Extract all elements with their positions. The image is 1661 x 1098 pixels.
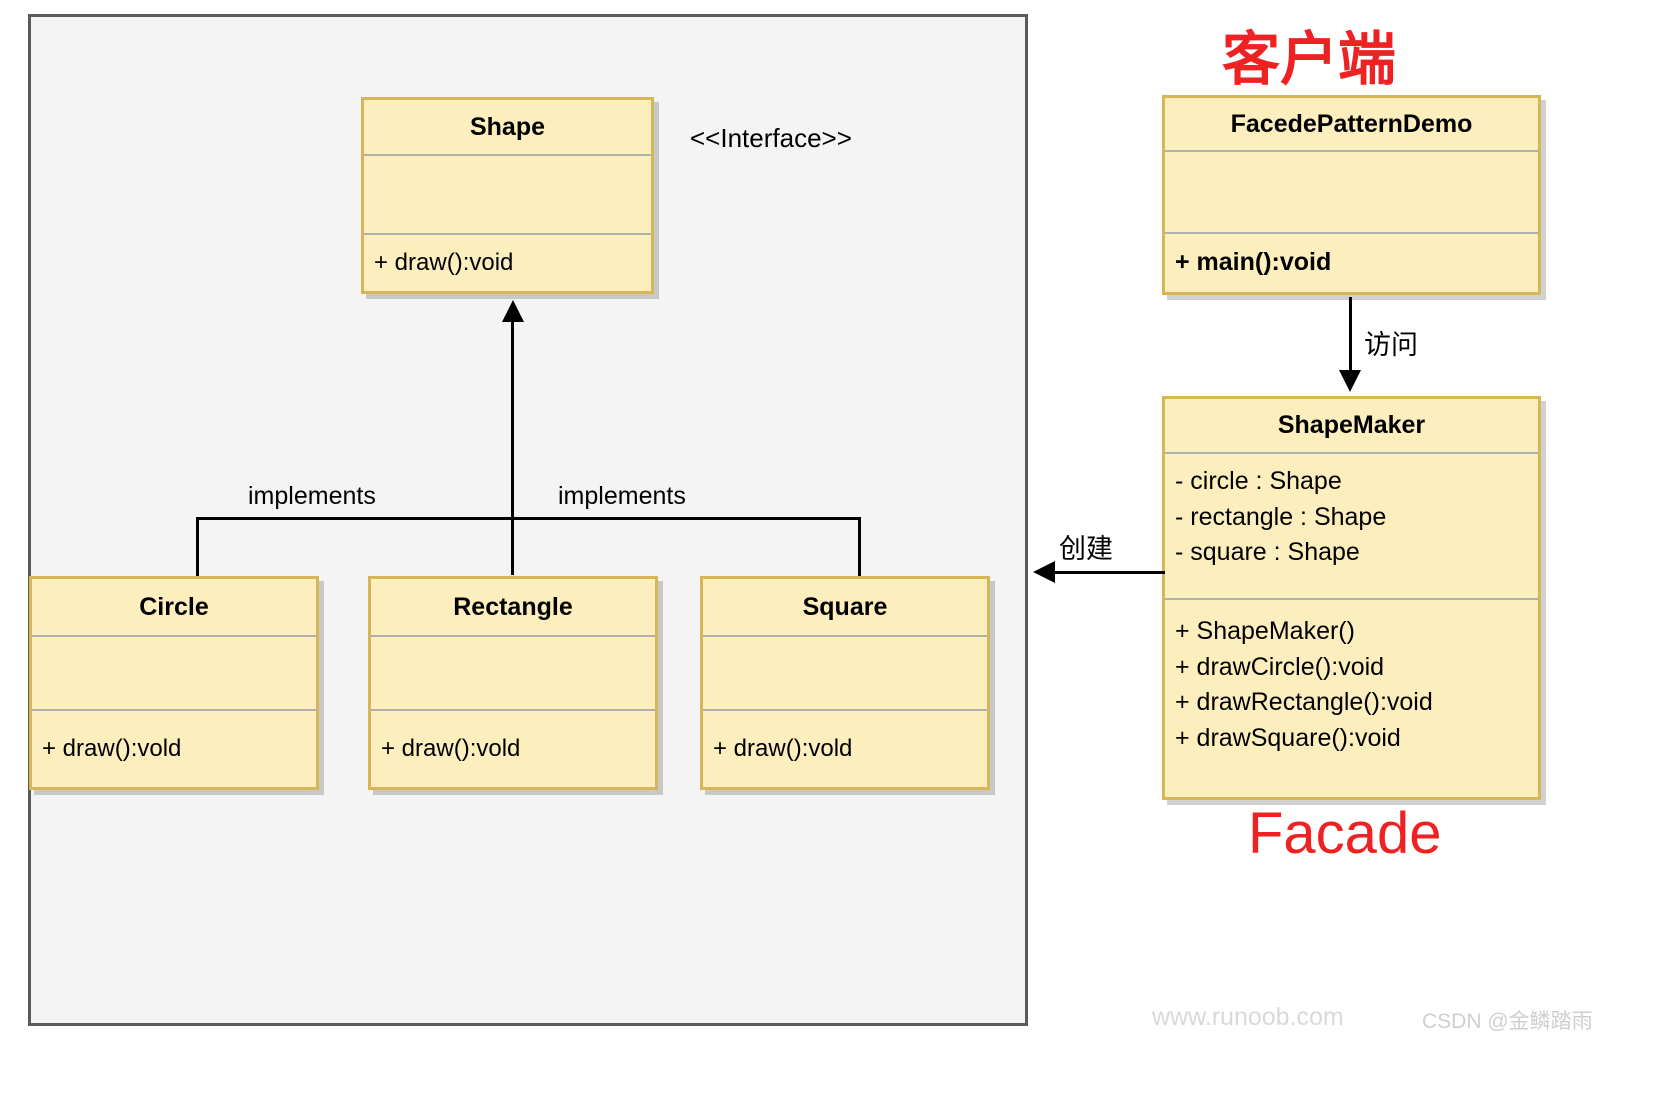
implements-label-left: implements bbox=[248, 482, 376, 510]
method-line: + draw():vold bbox=[713, 734, 853, 762]
csdn-watermark: CSDN @金鳞踏雨 bbox=[1422, 1010, 1593, 1033]
attribute-line: - rectangle : Shape bbox=[1175, 502, 1387, 531]
class-attributes-square bbox=[703, 637, 987, 709]
access-connector-line bbox=[1349, 297, 1352, 372]
class-methods-square: + draw():vold bbox=[703, 711, 987, 787]
interface-stereotype-label: <<Interface>> bbox=[690, 123, 852, 153]
class-separator bbox=[1165, 598, 1538, 600]
class-attributes-circle bbox=[32, 637, 316, 709]
client-heading-label: 客户端 bbox=[1222, 27, 1397, 92]
class-title-shapemaker: ShapeMaker bbox=[1277, 411, 1426, 439]
attribute-line: - square : Shape bbox=[1175, 538, 1360, 566]
class-title-rectangle: Rectangle bbox=[453, 592, 573, 621]
class-box-circle[interactable]: Circle + draw():vold bbox=[29, 576, 319, 790]
access-arrowhead bbox=[1339, 370, 1361, 392]
access-label: 访问 bbox=[1364, 330, 1418, 360]
generalization-arrowhead-shape bbox=[502, 300, 524, 322]
class-methods-demo: + main():void bbox=[1165, 234, 1538, 292]
class-attributes-rectangle bbox=[371, 637, 655, 709]
method-line: + main():void bbox=[1175, 248, 1332, 277]
method-line: + drawCircle():void bbox=[1175, 652, 1385, 681]
implements-drop-square bbox=[858, 517, 861, 577]
class-separator bbox=[32, 635, 316, 637]
method-line: + ShapeMaker() bbox=[1175, 617, 1355, 645]
create-connector-line bbox=[1055, 571, 1165, 574]
class-separator bbox=[371, 709, 655, 711]
class-separator bbox=[32, 709, 316, 711]
method-line: + drawSquare():void bbox=[1175, 723, 1401, 752]
class-box-square[interactable]: Square + draw():vold bbox=[700, 576, 990, 790]
create-label: 创建 bbox=[1059, 534, 1113, 564]
class-attributes-shape bbox=[364, 156, 651, 233]
class-separator bbox=[364, 233, 651, 235]
class-title-demo: FacedePatternDemo bbox=[1230, 109, 1473, 138]
class-title-square: Square bbox=[802, 592, 888, 621]
class-title-shape: Shape bbox=[469, 112, 546, 141]
class-box-rectangle[interactable]: Rectangle + draw():vold bbox=[368, 576, 658, 790]
class-methods-rectangle: + draw():vold bbox=[371, 711, 655, 787]
class-separator bbox=[364, 154, 651, 156]
method-line: + draw():vold bbox=[42, 734, 182, 762]
implements-label-right: implements bbox=[558, 482, 686, 510]
class-box-shape[interactable]: Shape + draw():void bbox=[361, 97, 654, 294]
class-attributes-shapemaker: - circle : Shape - rectangle : Shape - s… bbox=[1165, 454, 1538, 598]
class-separator bbox=[1165, 452, 1538, 454]
class-separator bbox=[703, 635, 987, 637]
facade-heading-label: Facade bbox=[1248, 801, 1442, 866]
attribute-line: - circle : Shape bbox=[1175, 467, 1342, 495]
create-arrowhead bbox=[1033, 561, 1055, 583]
class-methods-shape: + draw():void bbox=[364, 235, 651, 291]
class-separator bbox=[1165, 232, 1538, 234]
class-attributes-demo bbox=[1165, 152, 1538, 232]
method-line: + draw():vold bbox=[381, 734, 521, 762]
class-methods-shapemaker: + ShapeMaker() + drawCircle():void + dra… bbox=[1165, 600, 1538, 797]
class-methods-circle: + draw():vold bbox=[32, 711, 316, 787]
implements-branch-bar bbox=[196, 517, 861, 520]
runoob-watermark: www.runoob.com bbox=[1152, 1003, 1344, 1031]
class-separator bbox=[703, 709, 987, 711]
implements-drop-circle bbox=[196, 517, 199, 577]
class-separator bbox=[371, 635, 655, 637]
class-box-shapemaker[interactable]: ShapeMaker - circle : Shape - rectangle … bbox=[1162, 396, 1541, 800]
class-separator bbox=[1165, 150, 1538, 152]
class-title-circle: Circle bbox=[139, 592, 209, 621]
method-line: + draw():void bbox=[374, 248, 514, 276]
generalization-trunk-line bbox=[511, 320, 514, 575]
method-line: + drawRectangle():void bbox=[1175, 688, 1433, 716]
class-box-facade-pattern-demo[interactable]: FacedePatternDemo + main():void bbox=[1162, 95, 1541, 295]
